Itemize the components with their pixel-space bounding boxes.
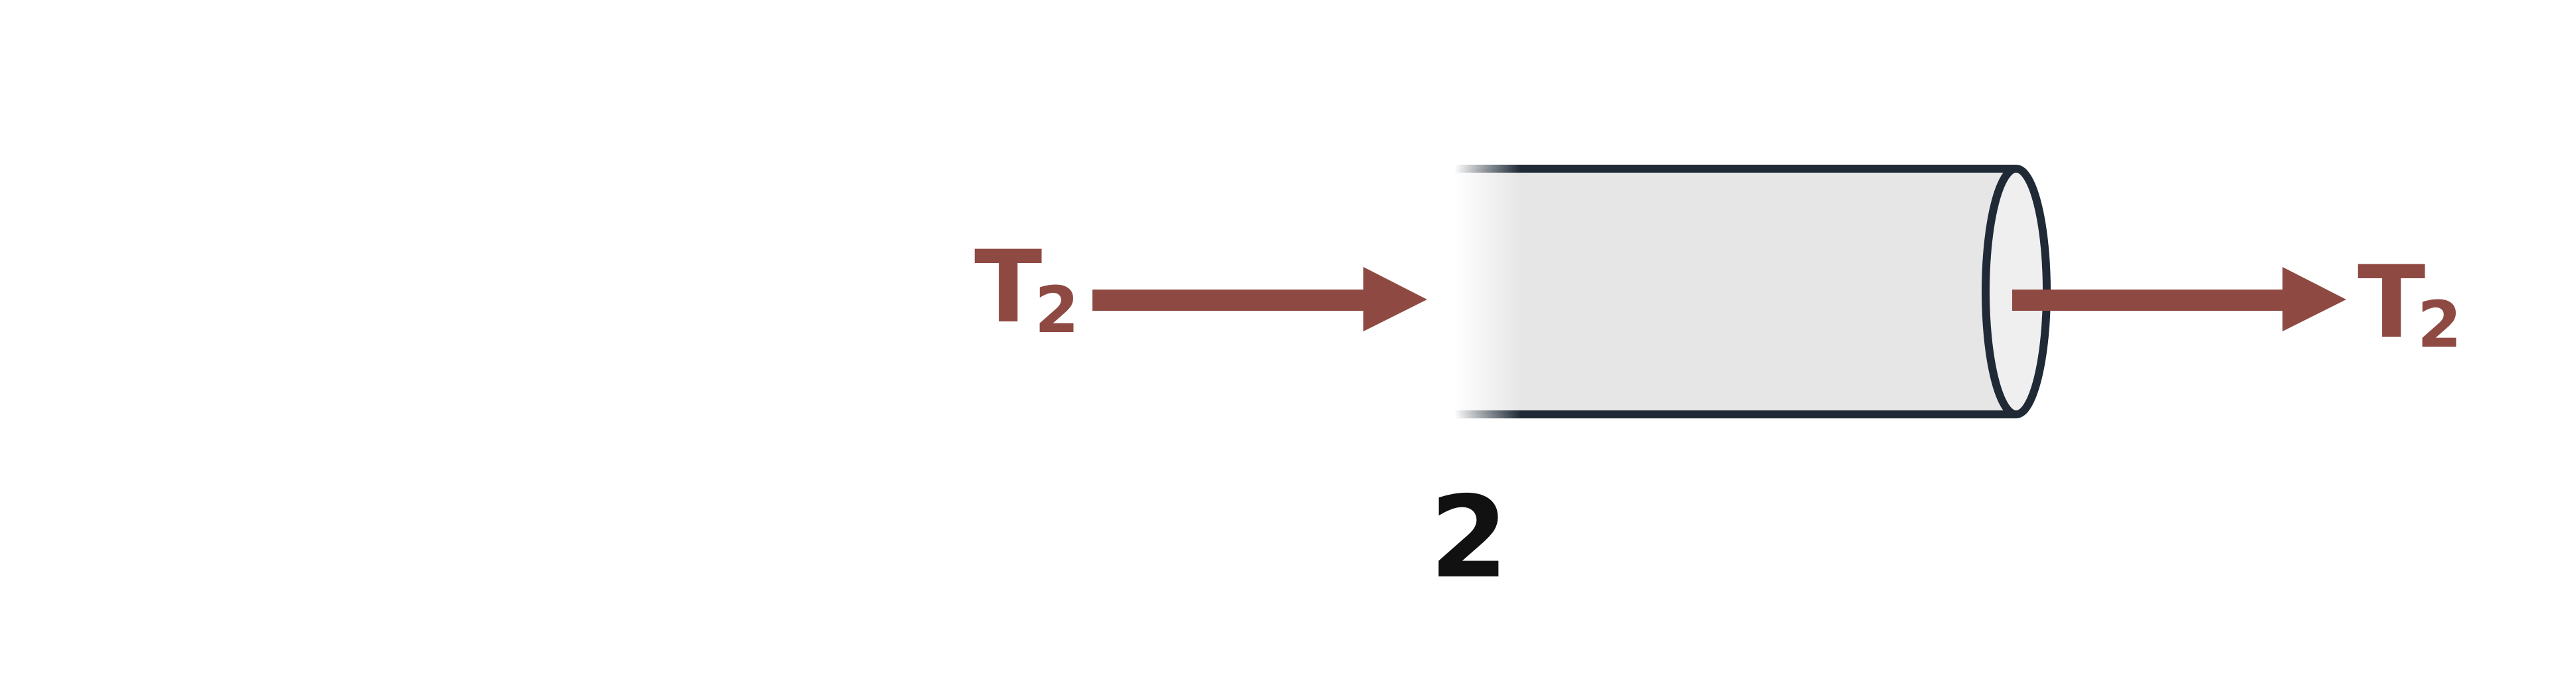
right-torque-subscript: 2 [2417, 288, 2462, 362]
arrow-right-icon [2282, 267, 2346, 331]
right-torque-letter: T [2358, 245, 2425, 361]
shaft-body [1454, 169, 2016, 414]
right-torque-label: T 2 [2358, 245, 2462, 362]
arrow-right-icon [1363, 267, 1427, 331]
right-torque-arrow [2012, 267, 2346, 331]
left-torque-arrow [1092, 267, 1427, 331]
left-torque-letter: T [974, 230, 1042, 345]
left-torque-subscript: 2 [1035, 273, 1079, 347]
left-torque-label: T 2 [974, 230, 1079, 347]
shaft-section [1454, 165, 2051, 418]
right-arrow-shaft [2012, 290, 2284, 311]
left-arrow-shaft [1092, 290, 1365, 311]
section-number-label: 2 [1430, 472, 1508, 604]
